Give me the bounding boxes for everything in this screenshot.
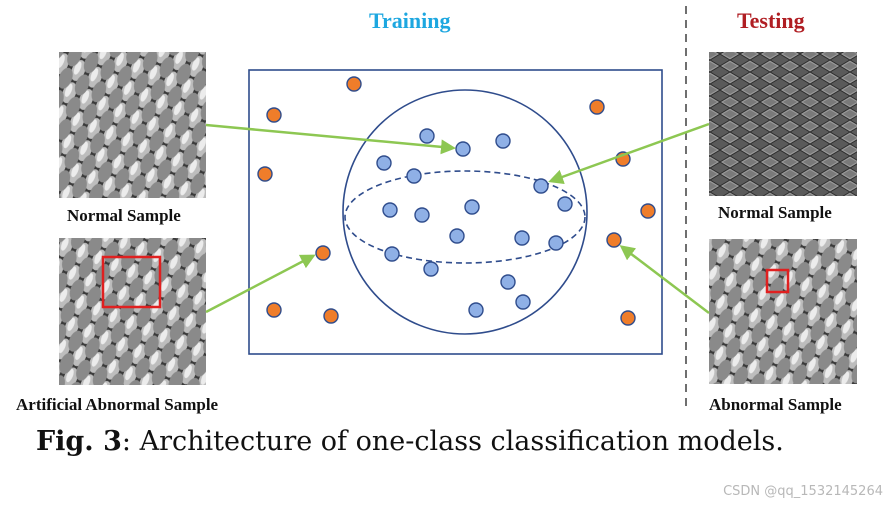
normal-point	[500, 274, 516, 290]
artificial-abnormal-sample-label: Artificial Abnormal Sample	[16, 395, 219, 414]
caption-text: : Architecture of one-class classificati…	[121, 426, 784, 457]
decision-ellipse	[344, 170, 586, 264]
normal-point	[382, 202, 398, 218]
normal-point	[376, 155, 392, 171]
normal-point	[548, 235, 564, 251]
normal-sample-image-right	[709, 52, 857, 196]
anomaly-point	[346, 76, 362, 92]
normal-point	[514, 230, 530, 246]
normal-point	[384, 246, 400, 262]
hypersphere-boundary	[342, 89, 588, 335]
normal-point	[468, 302, 484, 318]
normal-point	[533, 178, 549, 194]
anomaly-point	[315, 245, 331, 261]
normal-point	[455, 141, 471, 157]
normal-point	[464, 199, 480, 215]
normal-point	[423, 261, 439, 277]
anomaly-point	[323, 308, 339, 324]
artificial-abnormal-sample-image	[59, 238, 206, 385]
abnormal-sample-image-right	[709, 239, 857, 384]
abnormal-right-arrow	[619, 245, 710, 314]
anomaly-point	[640, 203, 656, 219]
normal-left-arrow	[205, 123, 456, 155]
normal-sample-label-right: Normal Sample	[718, 203, 832, 222]
feature-space-box	[248, 69, 663, 355]
normal-point	[449, 228, 465, 244]
anomaly-point	[257, 166, 273, 182]
normal-right-arrow	[548, 122, 710, 184]
mapping-arrows	[205, 122, 710, 314]
anomaly-point	[589, 99, 605, 115]
normal-sample-image-left	[59, 52, 206, 198]
anomaly-point	[620, 310, 636, 326]
artificial-defect-box	[101, 255, 162, 309]
normal-point	[419, 128, 435, 144]
watermark: CSDN @qq_1532145264	[723, 484, 883, 499]
anomaly-point	[266, 107, 282, 123]
normal-point	[495, 133, 511, 149]
artificial-abnormal-arrow	[205, 254, 316, 314]
normal-point	[406, 168, 422, 184]
anomaly-points	[257, 76, 656, 326]
normal-points	[376, 128, 573, 318]
anomaly-point	[606, 232, 622, 248]
figure-number: Fig. 3	[36, 426, 122, 457]
abnormal-sample-label-right: Abnormal Sample	[709, 395, 842, 414]
anomaly-point	[266, 302, 282, 318]
figure-caption: Fig. 3: Architecture of one-class classi…	[36, 426, 784, 457]
normal-point	[414, 207, 430, 223]
normal-point	[557, 196, 573, 212]
normal-sample-label-left: Normal Sample	[67, 206, 181, 225]
testing-heading: Testing	[737, 8, 805, 33]
normal-point	[515, 294, 531, 310]
real-defect-box	[765, 268, 790, 294]
training-heading: Training	[369, 8, 451, 33]
